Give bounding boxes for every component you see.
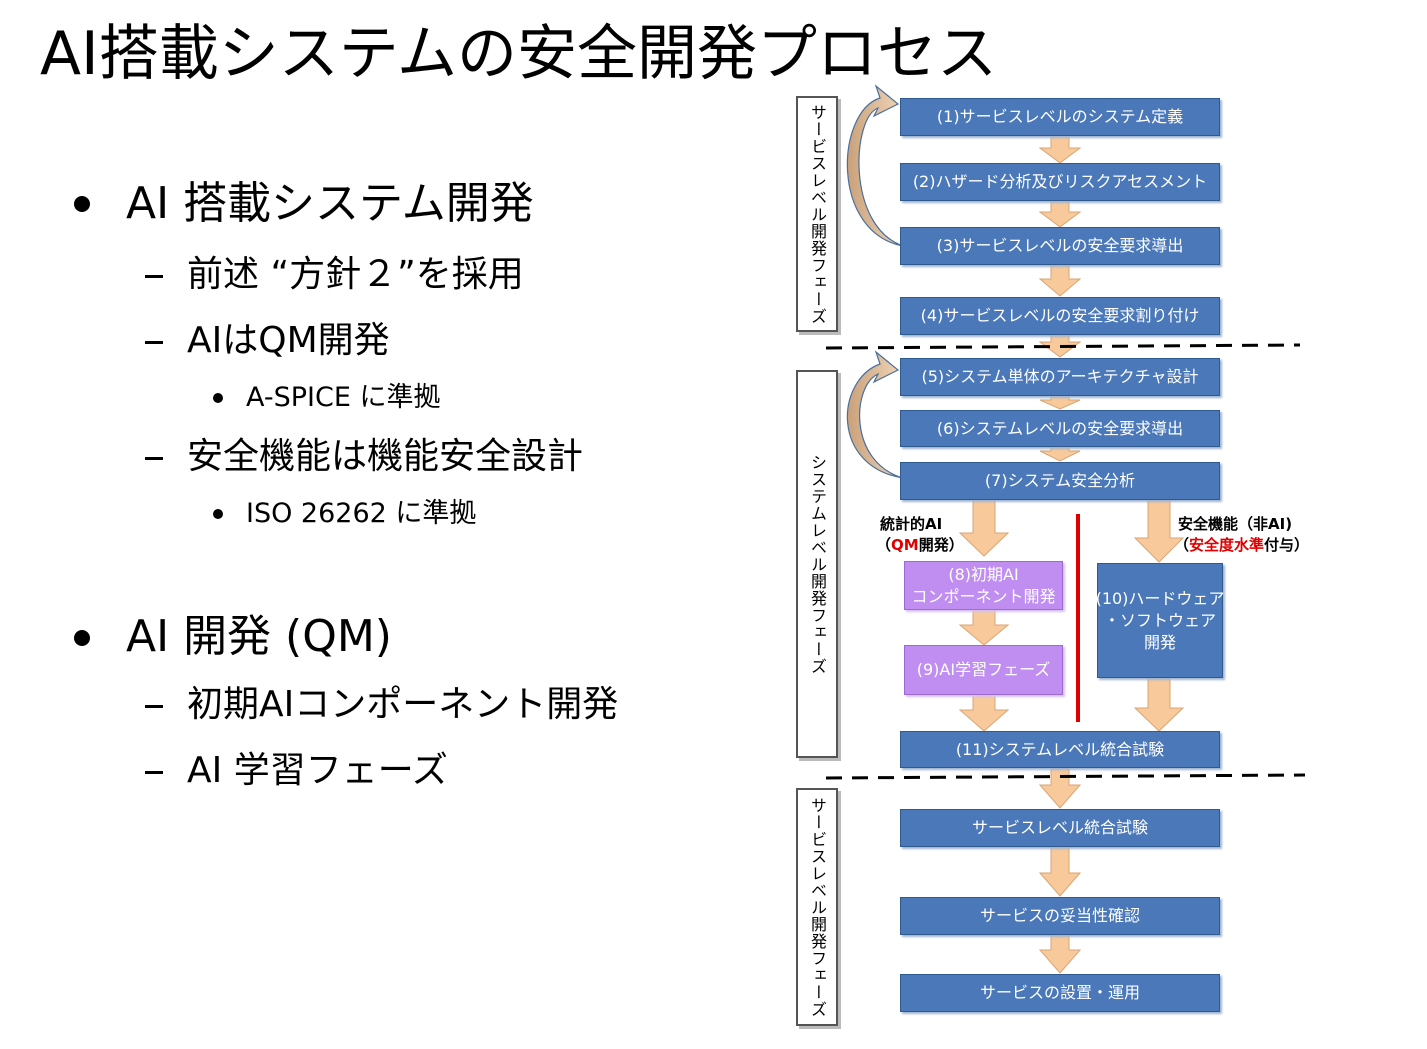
arrow-9-11 <box>958 694 1010 732</box>
phase-service-level-2: サービスレベル開発フェーズ <box>796 788 838 1026</box>
label-statistical-ai: 統計的AI （QM開発） <box>876 515 964 554</box>
loop-arrow-1 <box>846 84 904 247</box>
bullet-dot <box>74 196 90 212</box>
arrow-11-12 <box>1038 767 1082 809</box>
step-10: (10)ハードウェア・ソフトウェア開発 <box>1096 563 1224 678</box>
bullet-dash <box>145 275 163 278</box>
step-1: (1)サービスレベルのシステム定義 <box>900 98 1220 136</box>
loop-arrow-2 <box>846 350 904 479</box>
bullet-aspice: A-SPICE に準拠 <box>246 382 441 413</box>
bullet-dot-small <box>213 393 223 403</box>
bullet-ai-dev-qm: AI 開発 (QM) <box>126 611 392 662</box>
phase-divider-2 <box>825 773 1306 780</box>
step-4: (4)サービスレベルの安全要求割り付け <box>900 297 1220 335</box>
arrow-6-7 <box>1039 446 1081 462</box>
arrow-7-8 <box>958 499 1010 557</box>
arrow-2-3 <box>1038 199 1082 228</box>
arrow-7-10 <box>1133 499 1185 563</box>
step-13: サービスの妥当性確認 <box>900 897 1220 935</box>
arrow-1-2 <box>1038 135 1082 164</box>
arrow-10-11 <box>1133 677 1185 732</box>
bullet-ai-qm: AIはQM開発 <box>187 320 390 361</box>
step-12: サービスレベル統合試験 <box>900 809 1220 847</box>
bullet-dot-small <box>213 509 223 519</box>
bullet-policy2: 前述 “方針２”を採用 <box>187 254 524 295</box>
arrow-8-9 <box>958 609 1010 646</box>
bullet-dash <box>145 457 163 460</box>
step-14: サービスの設置・運用 <box>900 974 1220 1012</box>
arrow-12-13 <box>1038 846 1082 897</box>
bullet-dot <box>74 630 90 646</box>
bullet-ai-system-dev: AI 搭載システム開発 <box>126 178 534 229</box>
arrow-5-6 <box>1039 395 1081 410</box>
arrow-13-14 <box>1038 934 1082 974</box>
step-2: (2)ハザード分析及びリスクアセスメント <box>900 163 1220 201</box>
bullet-safety-func: 安全機能は機能安全設計 <box>187 436 584 477</box>
bullet-dash <box>145 341 163 344</box>
arrow-3-4 <box>1038 264 1082 297</box>
step-11: (11)システムレベル統合試験 <box>900 731 1220 768</box>
step-9: (9)AI学習フェーズ <box>904 645 1063 695</box>
step-7: (7)システム安全分析 <box>900 462 1220 500</box>
phase-service-level-1: サービスレベル開発フェーズ <box>796 96 838 332</box>
phase-system-level: システムレベル開発フェーズ <box>796 370 838 758</box>
step-6: (6)システムレベルの安全要求導出 <box>900 410 1220 447</box>
page-title: AI搭載システムの安全開発プロセス <box>40 19 997 89</box>
bullet-iso26262: ISO 26262 に準拠 <box>246 498 477 529</box>
phase-divider-1 <box>825 343 1301 350</box>
step-5: (5)システム単体のアーキテクチャ設計 <box>900 358 1220 396</box>
bullet-initial-ai: 初期AIコンポーネント開発 <box>187 684 619 725</box>
bullet-dash <box>145 705 163 708</box>
bullet-ai-learning: AI 学習フェーズ <box>187 750 448 791</box>
step-3: (3)サービスレベルの安全要求導出 <box>900 227 1220 265</box>
bullet-dash <box>145 771 163 774</box>
label-safety-function: 安全機能（非AI) （安全度水準付与） <box>1174 515 1310 554</box>
